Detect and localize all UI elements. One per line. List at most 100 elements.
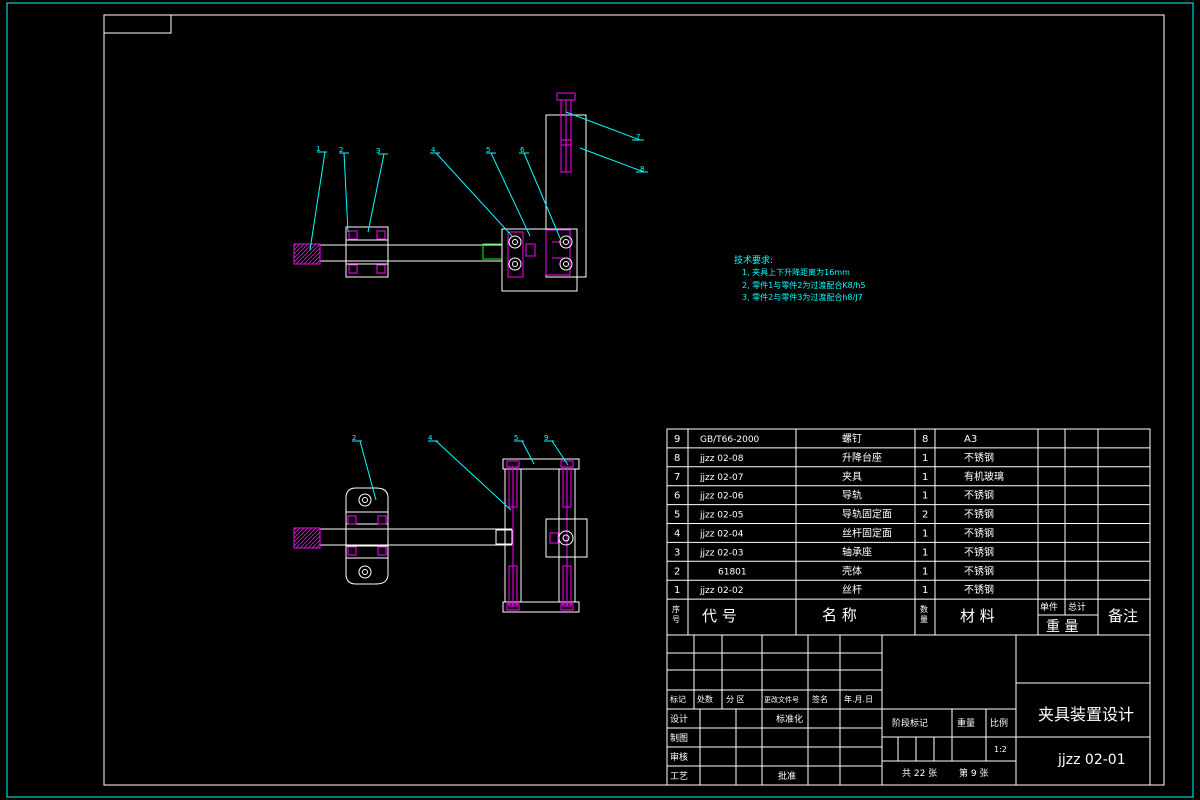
housing-ear-bottom xyxy=(345,557,389,585)
bom-cell-no: 2 xyxy=(674,566,680,577)
tech-req-item-1: 1, 夹具上下升降距离为16mm xyxy=(742,267,850,277)
bom-cell-material: 不锈钢 xyxy=(964,527,994,540)
bom-cell-qty: 1 xyxy=(922,491,928,502)
clamp-knob xyxy=(556,92,576,101)
callout-top-4: 4 xyxy=(431,146,436,154)
tb-label-change-doc: 更改文件号 xyxy=(764,695,799,704)
bom-cell-material: 不锈钢 xyxy=(964,508,994,521)
bom-cell-name: 导轨 xyxy=(842,489,862,502)
bom-cell-name: 夹具 xyxy=(842,470,862,483)
tech-req-title: 技术要求: xyxy=(734,254,773,266)
bom-cell-code: jjzz 02-02 xyxy=(699,586,743,596)
bom-header-weight: 重 量 xyxy=(1046,619,1078,635)
tb-label-signature: 签名 xyxy=(812,694,828,704)
bom-cell-qty: 2 xyxy=(922,510,928,521)
bom-cell-code: jjzz 02-04 xyxy=(699,530,744,540)
bom-header-name: 名 称 xyxy=(822,606,857,624)
outer-frame xyxy=(6,2,1194,798)
bom-cell-qty: 1 xyxy=(922,529,928,540)
inner-frame xyxy=(103,14,1165,786)
bom-cell-code: jjzz 02-08 xyxy=(699,454,744,464)
bom-cell-name: 导轨固定面 xyxy=(842,508,892,521)
slider-block xyxy=(545,518,588,558)
bom-cell-code: 61801 xyxy=(718,567,747,577)
tb-sheet-number: 第 9 张 xyxy=(959,767,988,779)
bom-cell-no: 1 xyxy=(674,585,680,596)
callout-top-3: 3 xyxy=(376,147,380,155)
callout-top-2: 2 xyxy=(339,146,343,154)
bom-cell-name: 丝杆 xyxy=(842,584,862,596)
bom-cell-name: 壳体 xyxy=(842,564,862,577)
tb-label-zone: 分 区 xyxy=(726,695,745,704)
bottom-assembly-view xyxy=(293,440,588,613)
bom-header-code: 代 号 xyxy=(702,607,737,625)
bom-cell-material: 不锈钢 xyxy=(964,489,994,502)
bom-cell-code: jjzz 02-05 xyxy=(699,511,743,521)
bom-cell-no: 4 xyxy=(674,529,680,540)
corner-code-box xyxy=(103,14,172,34)
drawing-title: 夹具装置设计 xyxy=(1038,705,1134,724)
title-block xyxy=(666,634,1151,786)
callout-top-6: 6 xyxy=(520,146,525,154)
bom-cell-no: 3 xyxy=(674,547,680,558)
tb-label-weight: 重量 xyxy=(957,717,975,729)
housing-ear-top xyxy=(345,487,389,513)
bill-of-materials xyxy=(666,428,1151,636)
bom-cell-qty: 1 xyxy=(922,472,928,483)
bom-header-total: 总计 xyxy=(1068,601,1086,613)
callout-bottom-2: 2 xyxy=(352,434,356,442)
top-assembly-view xyxy=(293,92,648,292)
tb-label-count: 处数 xyxy=(697,694,713,704)
tb-sheets-total: 共 22 张 xyxy=(902,768,937,779)
bom-cell-material: 有机玻璃 xyxy=(964,470,1004,483)
bom-cell-name: 螺钉 xyxy=(842,433,862,445)
bom-cell-name: 轴承座 xyxy=(842,545,872,558)
leadscrew-end-bottom xyxy=(293,527,321,549)
bom-cell-name: 丝杆固定面 xyxy=(842,527,892,540)
tb-label-scale: 比例 xyxy=(990,717,1008,729)
bom-cell-code: jjzz 02-07 xyxy=(699,473,743,483)
callout-top-7: 7 xyxy=(636,133,640,141)
bom-cell-qty: 8 xyxy=(922,434,928,445)
bom-cell-code: jjzz 02-03 xyxy=(699,548,743,558)
bom-cell-material: A3 xyxy=(964,434,977,445)
bom-cell-no: 8 xyxy=(674,453,680,464)
bom-cell-no: 7 xyxy=(674,472,680,483)
bom-header-unit: 单件 xyxy=(1040,601,1058,613)
bom-cell-qty: 1 xyxy=(922,585,928,596)
bearing-housing xyxy=(345,226,389,278)
bom-cell-material: 不锈钢 xyxy=(964,545,994,558)
tb-label-approve: 批准 xyxy=(778,770,796,782)
bom-cell-no: 6 xyxy=(674,491,680,502)
bom-cell-no: 5 xyxy=(674,510,680,521)
callout-top-1: 1 xyxy=(316,145,320,153)
bom-header-qty: 数量 xyxy=(920,604,928,624)
bom-header-material: 材 料 xyxy=(960,607,995,625)
bom-cell-material: 不锈钢 xyxy=(964,451,994,464)
bom-cell-material: 不锈钢 xyxy=(964,564,994,577)
tb-scale-value: 1:2 xyxy=(994,745,1007,754)
bom-header-no: 序号 xyxy=(672,604,680,624)
tb-label-standardize: 标准化 xyxy=(776,713,803,725)
drawing-number: jjzz 02-01 xyxy=(1057,752,1126,768)
bom-cell-code: jjzz 02-06 xyxy=(699,492,744,502)
tb-label-review: 审核 xyxy=(670,751,688,763)
bom-cell-name: 升降台座 xyxy=(842,451,882,464)
base-plate xyxy=(501,228,578,292)
callout-top-8: 8 xyxy=(640,165,644,173)
callout-bottom-5: 5 xyxy=(514,434,518,442)
tech-req-item-2: 2, 零件1与零件2为过渡配合K8/h5 xyxy=(742,280,866,290)
bom-cell-material: 不锈钢 xyxy=(964,583,994,596)
tb-label-process: 工艺 xyxy=(670,771,688,782)
tb-label-drawing: 制图 xyxy=(670,732,688,744)
tb-label-stage: 阶段标记 xyxy=(892,717,928,729)
callout-bottom-9: 9 xyxy=(544,434,548,442)
technical-requirements: 技术要求: 1, 夹具上下升降距离为16mm 2, 零件1与零件2为过渡配合K8… xyxy=(734,254,866,302)
bom-cell-code: GB/T66-2000 xyxy=(700,435,760,445)
leadscrew-end xyxy=(293,243,321,265)
bom-cell-qty: 1 xyxy=(922,453,928,464)
tech-req-item-3: 3, 零件2与零件3为过渡配合h8/J7 xyxy=(742,292,863,302)
tb-label-design: 设计 xyxy=(670,713,688,725)
